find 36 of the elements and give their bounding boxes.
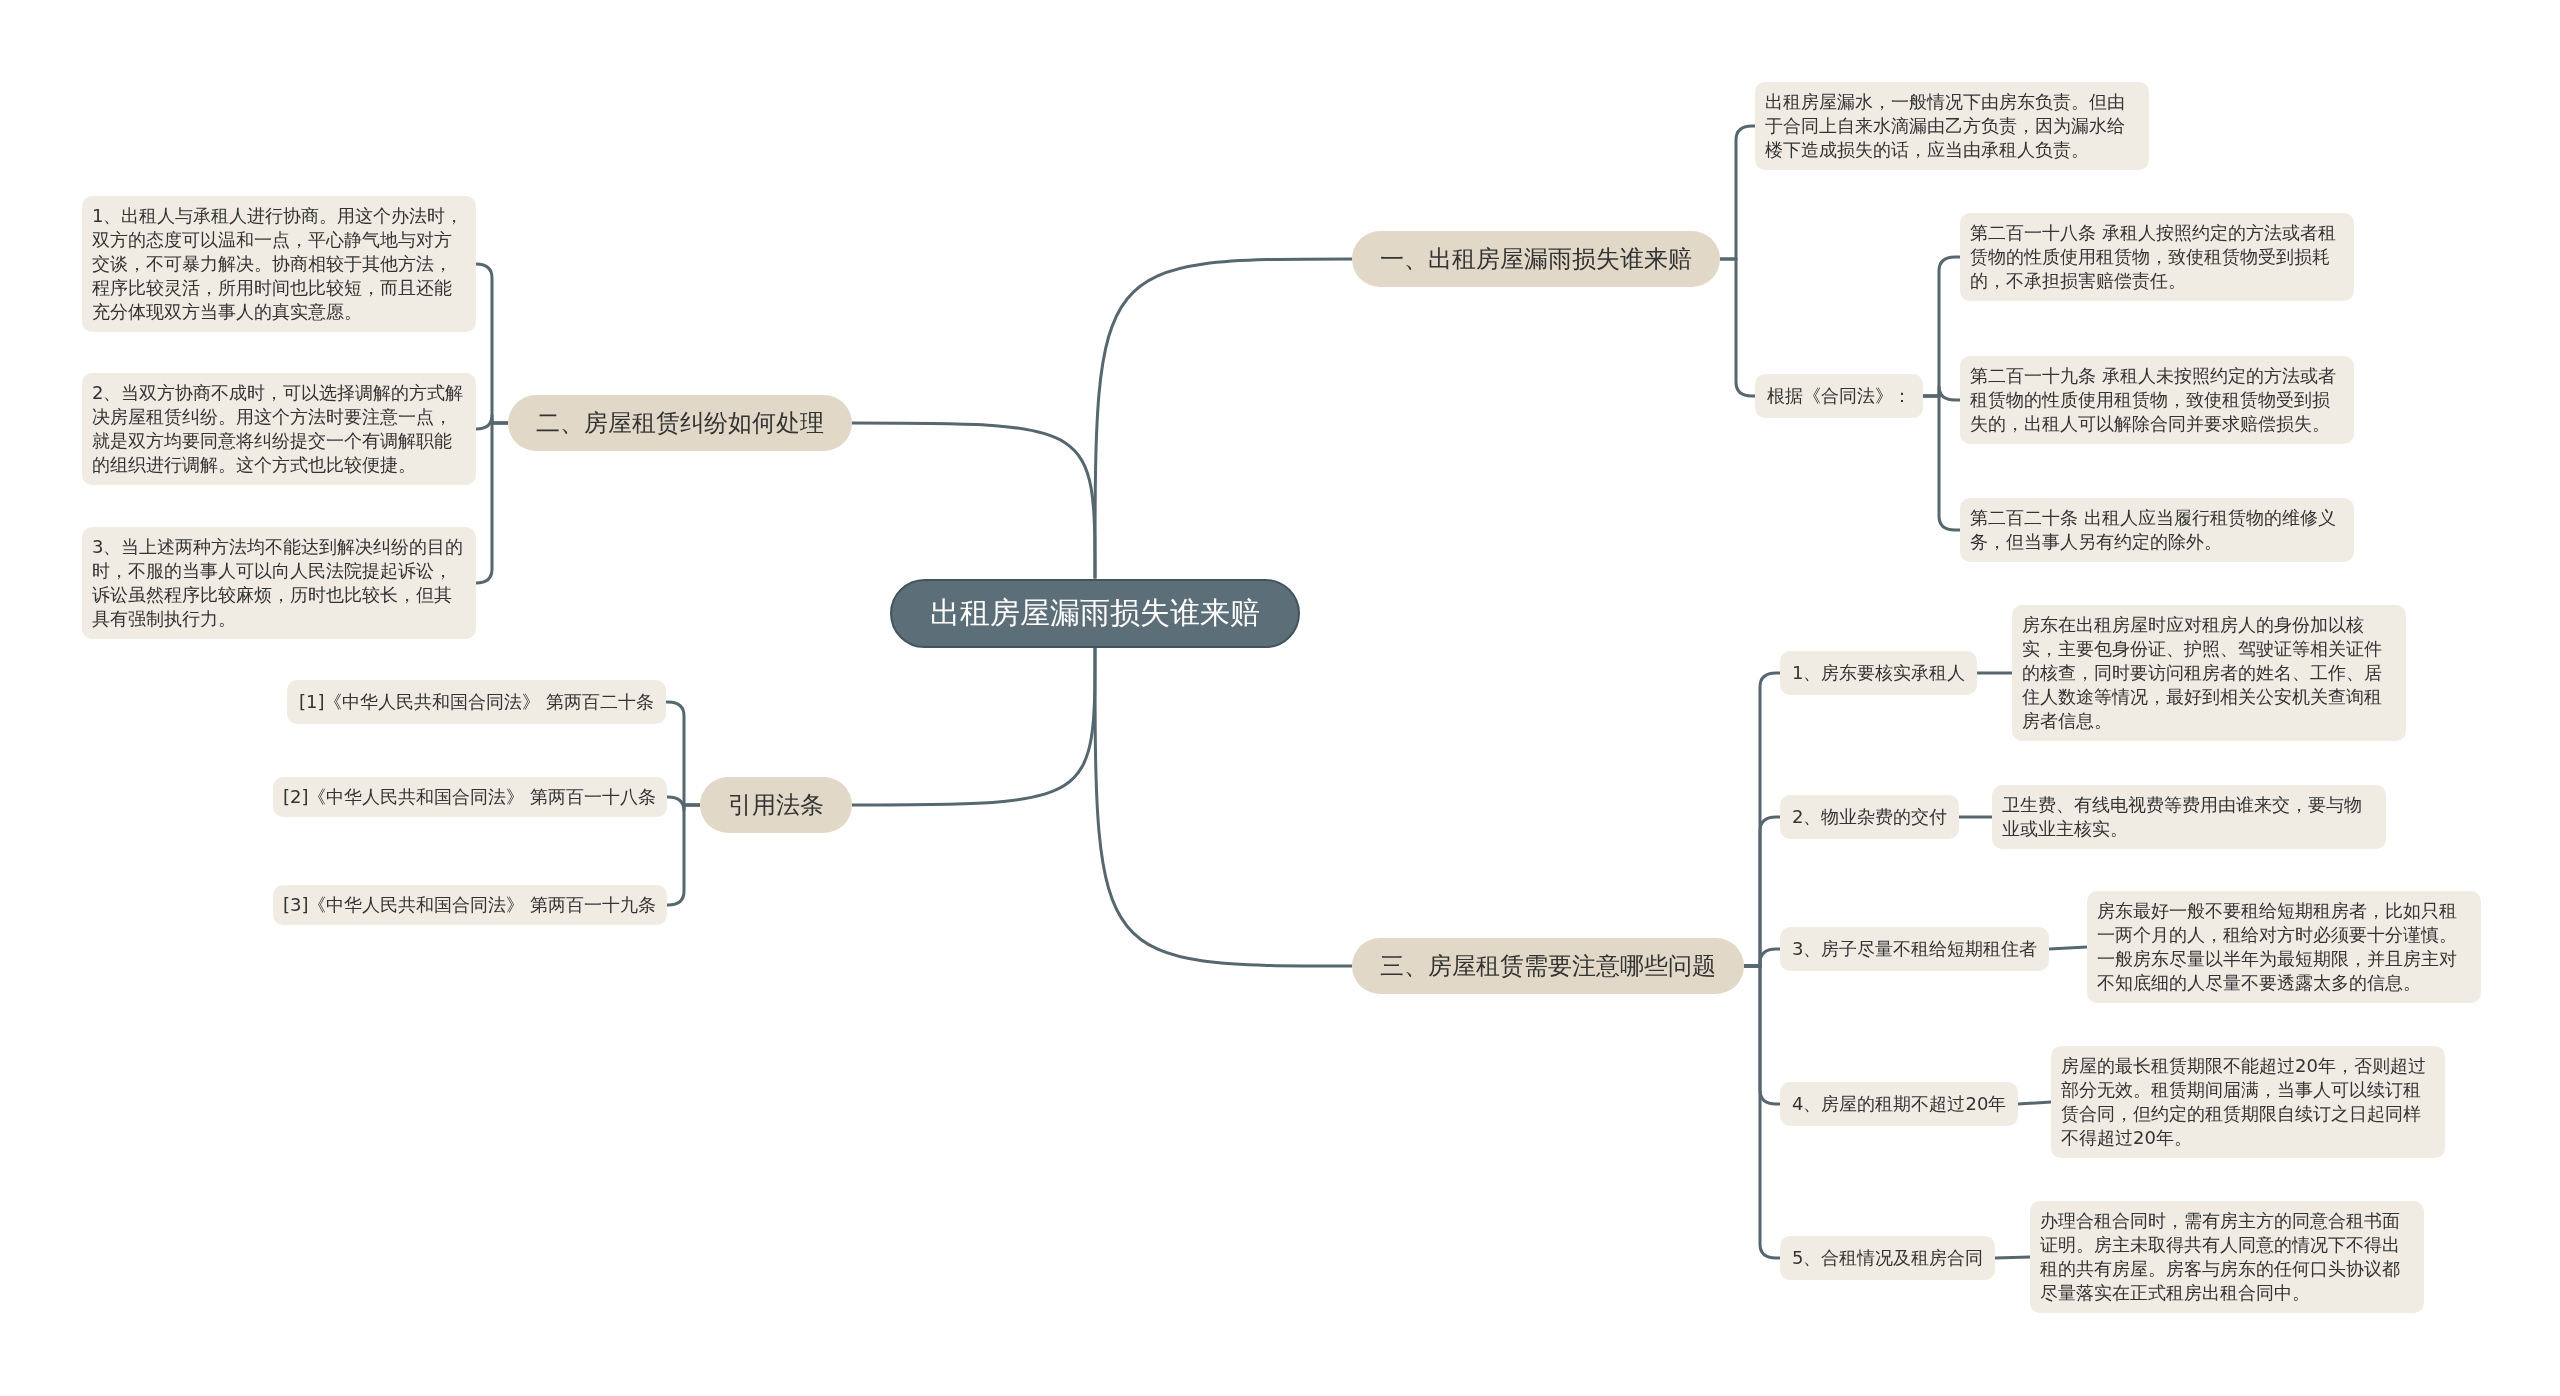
note-box: 卫生费、有线电视费等费用由谁来交，要与物业或业主核实。 [1992, 785, 2386, 849]
topic-box: 引用法条 [700, 777, 852, 833]
topic-box: 二、房屋租赁纠纷如何处理 [508, 395, 852, 451]
note-box: [2]《中华人民共和国合同法》 第两百一十八条 [273, 777, 667, 817]
connector-line [852, 421, 1097, 579]
topic-box: 三、房屋租赁需要注意哪些问题 [1352, 938, 1744, 994]
subtopic-box: 2、物业杂费的交付 [1780, 795, 1960, 839]
subtopic-box: 根据《合同法》： [1755, 374, 1923, 418]
note-box: 房屋的最长租赁期限不能超过20年，否则超过部分无效。租赁期间届满，当事人可以续订租赁合同，但约定的租赁期限自续订之日起同样不得超过20年。 [2051, 1046, 2445, 1158]
topic-box: 一、出租房屋漏雨损失谁来赔 [1352, 231, 1720, 287]
note-box: 房东在出租房屋时应对租房人的身份加以核实，主要包身份证、护照、驾驶证等相关证件的核查，同时要访问租房者的姓名、工作、居住人数途等情况，最好到相关公安机关查询租房者信息。 [2012, 605, 2406, 741]
note-box: 2、当双方协商不成时，可以选择调解的方式解决房屋租赁纠纷。用这个方法时要注意一点，就是双方均要同意将纠纷提交一个有调解职能的组织进行调解。这个方式也比较便捷。 [82, 373, 476, 485]
note-box: [3]《中华人民共和国合同法》 第两百一十九条 [273, 885, 667, 925]
connector-line [1093, 257, 1352, 579]
subtopic-box: 3、房子尽量不租给短期租住者 [1780, 927, 2050, 971]
subtopic-box: 4、房屋的租期不超过20年 [1780, 1082, 2019, 1126]
note-box: 办理合租合同时，需有房主方的同意合租书面证明。房主未取得共有人同意的情况下不得出租的共有房屋。房客与房东的任何口头协议都尽量落实在正式租房出租合同中。 [2030, 1201, 2424, 1313]
note-box: 第二百一十八条 承租人按照约定的方法或者租赁物的性质使用租赁物，致使租赁物受到损耗的，不承担损害赔偿责任。 [1960, 213, 2354, 301]
connector-line [1994, 1255, 2031, 1260]
note-box: 出租房屋漏水，一般情况下由房东负责。但由于合同上自来水滴漏由乙方负责，因为漏水给楼下造成损失的话，应当由承租人负责。 [1755, 82, 2149, 170]
connector-line [474, 421, 508, 585]
subtopic-box: 1、房东要核实承租人 [1780, 651, 1978, 695]
note-box: 1、出租人与承租人进行协商。用这个办法时，双方的态度可以温和一点，平心静气地与对方交谈，不可暴力解决。协商相较于其他方法，程序比较灵活，所用时间也比较短，而且还能充分体现双方当事人的真实意愿。 [82, 196, 476, 332]
connector-line [1977, 671, 2012, 675]
connector-line [2017, 1100, 2052, 1106]
note-box: 第二百二十条 出租人应当履行租赁物的维修义务，但当事人另有约定的除外。 [1960, 498, 2354, 562]
connector-line [1959, 815, 1992, 819]
connector-line [2048, 945, 2088, 951]
note-box: 第二百一十九条 承租人未按照约定的方法或者租赁物的性质使用租赁物，致使租赁物受到损失的，出租人可以解除合同并要求赔偿损失。 [1960, 356, 2354, 444]
subtopic-box: [1]《中华人民共和国合同法》 第两百二十条 [287, 680, 667, 724]
note-box: 3、当上述两种方法均不能达到解决纠纷的目的时，不服的当事人可以向人民法院提起诉讼，诉讼虽然程序比较麻烦，历时也比较长，但其具有强制执行力。 [82, 527, 476, 639]
subtopic-box: 5、合租情况及租房合同 [1780, 1236, 1996, 1280]
note-box: 房东最好一般不要租给短期租房者，比如只租一两个月的人，租给对方时必须要十分谨慎。一般房东尽量以半年为最短期限，并且房主对不知底细的人尽量不要透露太多的信息。 [2087, 891, 2481, 1003]
connector-line [1093, 647, 1352, 968]
central-topic-box: 出租房屋漏雨损失谁来赔 [890, 578, 1300, 648]
connector-line [852, 647, 1097, 807]
